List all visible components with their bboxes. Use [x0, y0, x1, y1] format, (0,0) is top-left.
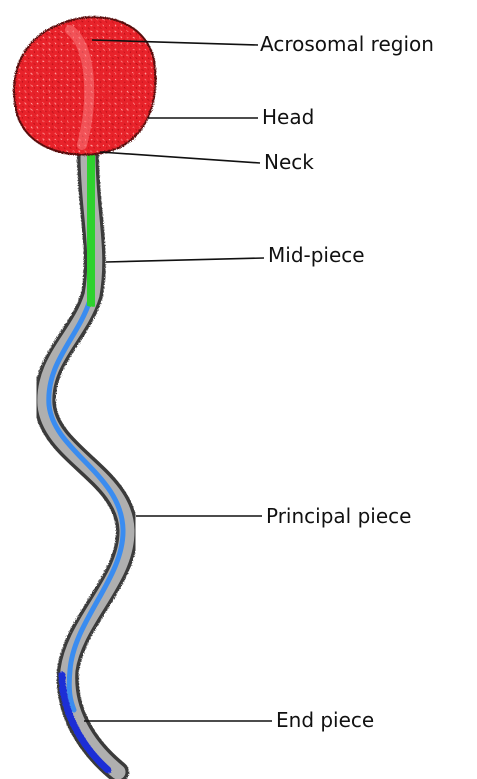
label-principal-piece: Principal piece [266, 506, 411, 526]
leader-midpiece [106, 258, 264, 262]
label-neck: Neck [264, 152, 314, 172]
label-head: Head [262, 107, 314, 127]
mid-piece [88, 158, 94, 298]
label-mid-piece: Mid-piece [268, 245, 365, 265]
label-end-piece: End piece [276, 710, 374, 730]
leader-neck [100, 152, 260, 163]
label-acrosomal-region: Acrosomal region [260, 34, 434, 54]
